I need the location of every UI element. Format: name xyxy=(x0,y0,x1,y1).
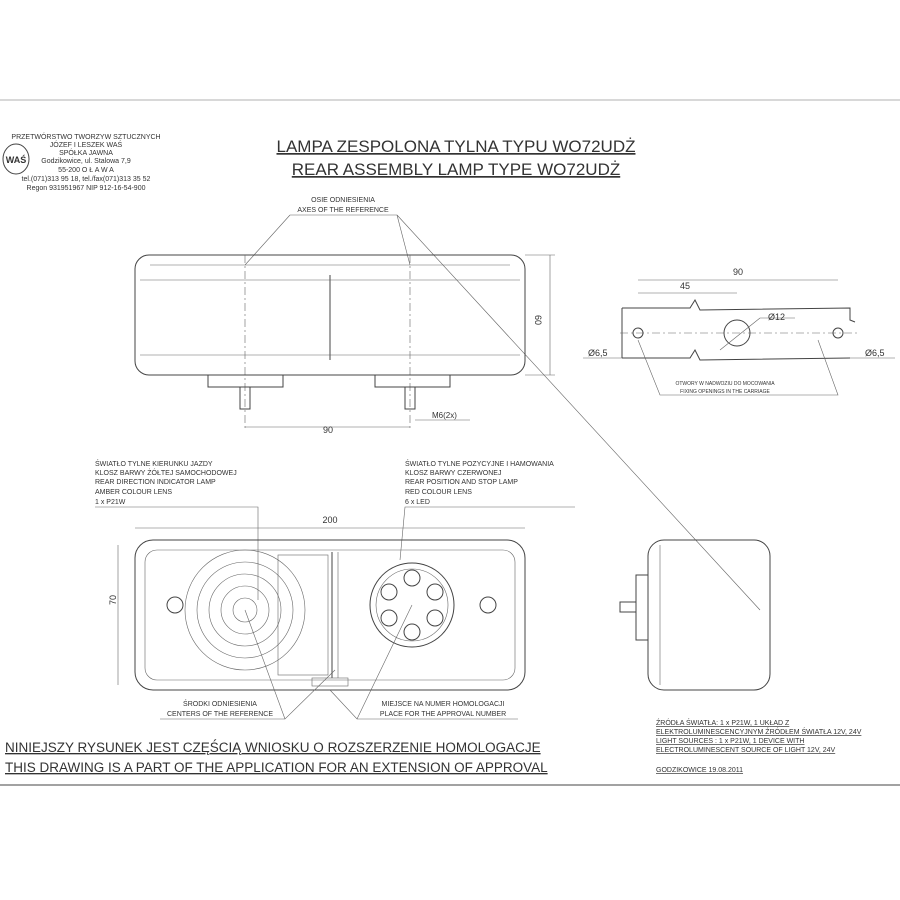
front-lamp-view: 200 70 xyxy=(108,515,526,691)
company-line: 55-200 O Ł A W A xyxy=(58,167,114,174)
axes-label-pl: OSIE ODNIESIENIA xyxy=(311,197,375,204)
dimension-center-hole: Ø12 xyxy=(768,312,785,322)
right-lamp-line: REAR POSITION AND STOP LAMP xyxy=(405,479,518,486)
left-screw xyxy=(166,596,184,614)
dimension-height-70: 70 xyxy=(108,595,118,605)
centers-label-en: CENTERS OF THE REFERENCE xyxy=(167,711,273,718)
fixing-label-en: FIXING OPENINGS IN THE CARRIAGE xyxy=(680,389,770,395)
top-view: 90 M6(2x) 60 xyxy=(134,254,555,435)
dimension-width-200: 200 xyxy=(322,515,337,525)
company-line: tel.(071)313 95 18, tel./fax(071)313 35 … xyxy=(22,176,151,183)
footer-en: THIS DRAWING IS A PART OF THE APPLICATIO… xyxy=(5,760,548,775)
fixing-label-pl: OTWORY W NADWOZIU DO MOCOWANIA xyxy=(675,381,775,387)
mounting-holes-view: 90 45 Ø12 Ø6,5 Ø6,5 OTWORY W NADWOZIU DO… xyxy=(583,267,895,396)
right-lamp-description: ŚWIATŁO TYLNE POZYCYJNE I HAMOWANIA KLOS… xyxy=(399,459,575,561)
led xyxy=(403,569,421,587)
company-line: SPÓŁKA JAWNA xyxy=(59,148,113,157)
company-block: WAŚ PRZETWÓRSTWO TWORZYW SZTUCZNYCH JÓZE… xyxy=(2,132,161,192)
company-logo xyxy=(2,143,30,175)
approval-label-pl: MIEJSCE NA NUMER HOMOLOGACJI xyxy=(382,701,505,708)
company-line: JÓZEF I LESZEK WAŚ xyxy=(50,140,123,149)
axes-label-en: AXES OF THE REFERENCE xyxy=(297,207,389,214)
centers-label-pl: ŚRODKI ODNIESIENIA xyxy=(183,699,257,708)
sources-line: LIGHT SOURCES : 1 x P21W, 1 DEVICE WITH xyxy=(656,738,804,745)
company-line: PRZETWÓRSTWO TWORZYW SZTUCZNYCH xyxy=(11,132,160,141)
sources-line: ELEKTROLUMINESCENCYJNYM ŹRÓDŁEM ŚWIATŁA … xyxy=(656,727,862,736)
led xyxy=(403,623,421,641)
sources-line: ELECTROLUMINESCENT SOURCE OF LIGHT 12V, … xyxy=(656,747,836,754)
date-place: GODZIKOWICE 19.08.2011 xyxy=(656,767,743,774)
right-lamp-line: RED COLOUR LENS xyxy=(405,489,472,496)
right-lamp-line: KLOSZ BARWY CZERWONEJ xyxy=(405,470,501,477)
led xyxy=(380,609,398,627)
company-line: Godzikowice, ul. Stalowa 7,9 xyxy=(41,158,131,165)
dimension-spacing-90: 90 xyxy=(323,425,333,435)
left-lamp-line: REAR DIRECTION INDICATOR LAMP xyxy=(95,479,216,486)
left-lamp-line: 1 x P21W xyxy=(95,499,126,506)
sources-line: ŹRÓDŁA ŚWIATŁA: 1 x P21W, 1 UKŁAD Z xyxy=(656,718,790,727)
dimension-right-hole: Ø6,5 xyxy=(865,348,885,358)
light-sources-note: ŹRÓDŁA ŚWIATŁA: 1 x P21W, 1 UKŁAD Z ELEK… xyxy=(656,718,862,774)
footer-pl: NINIEJSZY RYSUNEK JEST CZĘŚCIĄ WNIOSKU O… xyxy=(5,740,541,755)
approval-number-area xyxy=(311,677,349,687)
right-lamp-line: ŚWIATŁO TYLNE POZYCYJNE I HAMOWANIA xyxy=(405,459,554,468)
led xyxy=(426,583,444,601)
dimension-left-hole: Ø6,5 xyxy=(588,348,608,358)
dimension-height-60: 60 xyxy=(533,315,543,325)
approval-label-en: PLACE FOR THE APPROVAL NUMBER xyxy=(380,711,506,718)
title-pl: LAMPA ZESPOLONA TYLNA TYPU WO72UDŻ xyxy=(276,137,635,156)
title-en: REAR ASSEMBLY LAMP TYPE WO72UDŻ xyxy=(292,160,620,179)
right-lamp-line: 6 x LED xyxy=(405,499,430,506)
led xyxy=(426,609,444,627)
dimension-hole-half: 45 xyxy=(680,281,690,291)
reference-leader-line xyxy=(396,214,761,611)
indicator-lens-rings xyxy=(184,549,306,671)
company-line: Regon 931951967 NIP 912-16-54-900 xyxy=(27,185,146,192)
left-lamp-line: AMBER COLOUR LENS xyxy=(95,489,172,496)
left-lamp-description: ŚWIATŁO TYLNE KIERUNKU JAZDY KLOSZ BARWY… xyxy=(95,459,259,600)
dimension-hole-span: 90 xyxy=(733,267,743,277)
company-logo-text: WAŚ xyxy=(6,154,27,165)
left-lamp-line: ŚWIATŁO TYLNE KIERUNKU JAZDY xyxy=(95,459,213,468)
side-view xyxy=(619,539,771,691)
left-lamp-line: KLOSZ BARWY ŻÓŁTEJ SAMOCHODOWEJ xyxy=(95,468,237,477)
led xyxy=(380,583,398,601)
right-screw xyxy=(479,596,497,614)
dimension-thread: M6(2x) xyxy=(432,411,457,420)
led-cluster xyxy=(369,562,455,648)
